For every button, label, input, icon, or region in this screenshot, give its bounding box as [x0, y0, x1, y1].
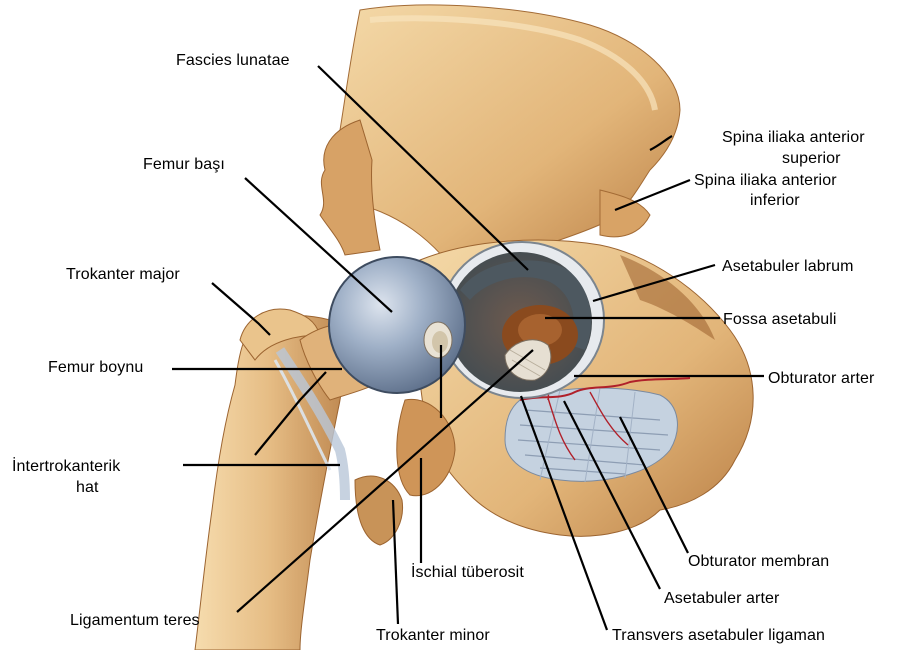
label-intertrokanterik-line1: İntertrokanterik	[12, 458, 120, 475]
label-spina-superior-line1: Spina iliaka anterior	[722, 129, 865, 146]
label-fascies-lunatae: Fascies lunatae	[176, 52, 290, 69]
label-trokanter-major: Trokanter major	[66, 266, 180, 283]
label-ligamentum-teres: Ligamentum teres	[70, 612, 200, 629]
label-obturator-membran: Obturator membran	[688, 553, 829, 570]
label-spina-inferior-line2: inferior	[750, 192, 800, 209]
label-asetabuler-labrum: Asetabuler labrum	[722, 258, 854, 275]
label-asetabuler-arter: Asetabuler arter	[664, 590, 779, 607]
label-spina-inferior-line1: Spina iliaka anterior	[694, 172, 837, 189]
label-femur-boynu: Femur boynu	[48, 359, 143, 376]
label-spina-superior-line2: superior	[782, 150, 841, 167]
ilium	[320, 5, 680, 265]
label-femur-basi: Femur başı	[143, 156, 225, 173]
label-obturator-arter: Obturator arter	[768, 370, 874, 387]
femoral-head	[329, 257, 465, 393]
label-fossa-asetabuli: Fossa asetabuli	[723, 311, 837, 328]
label-ischial-tuberosit: İschial tüberosit	[411, 564, 524, 581]
label-transvers-asetabuler-ligaman: Transvers asetabuler ligaman	[612, 627, 825, 644]
label-trokanter-minor: Trokanter minor	[376, 627, 490, 644]
label-intertrokanterik-line2: hat	[76, 479, 99, 496]
